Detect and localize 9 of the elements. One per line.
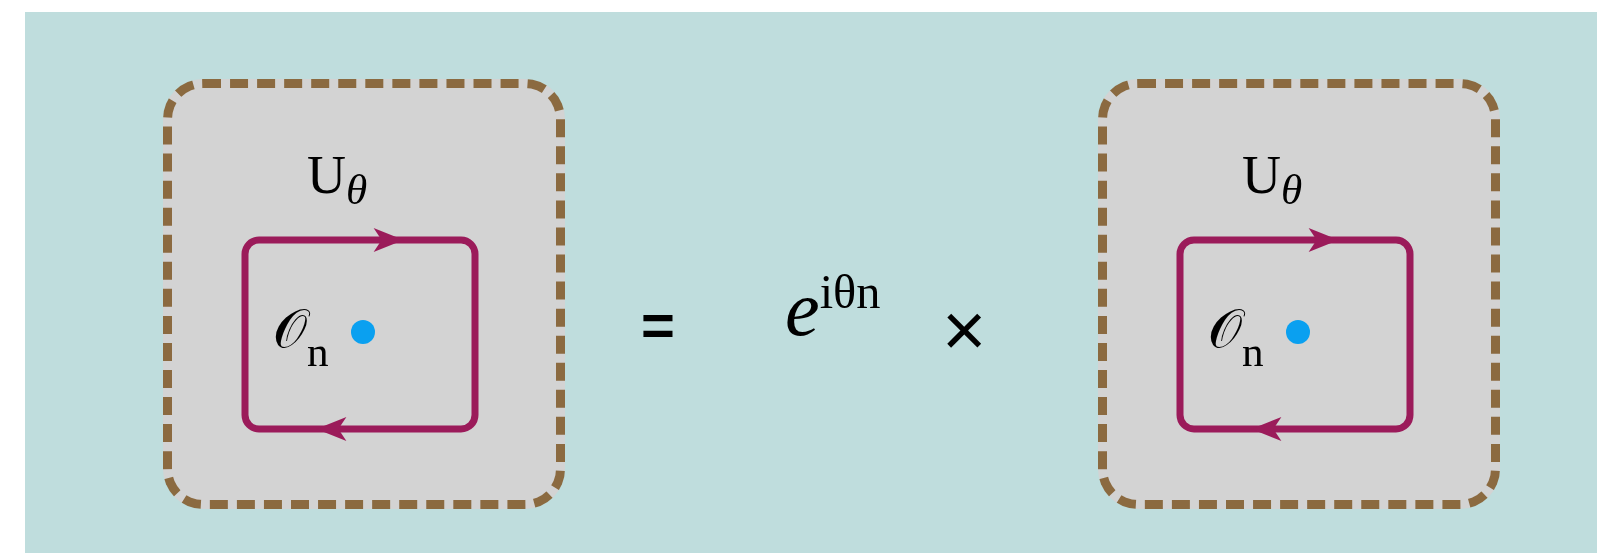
dashed-box xyxy=(163,79,565,509)
operator-label: U$_{θ}$ xyxy=(1242,148,1303,211)
operator-label: U$_{θ}$ xyxy=(307,148,368,211)
times-sign: × xyxy=(942,292,987,368)
dashed-box xyxy=(1098,79,1500,509)
operator-symbol: 𝒪$_{n}$ xyxy=(273,302,329,374)
phase-factor: e$^{iθn}$ xyxy=(785,268,881,348)
operator-symbol: 𝒪$_{n}$ xyxy=(1208,302,1264,374)
equals-sign: = xyxy=(641,296,675,354)
